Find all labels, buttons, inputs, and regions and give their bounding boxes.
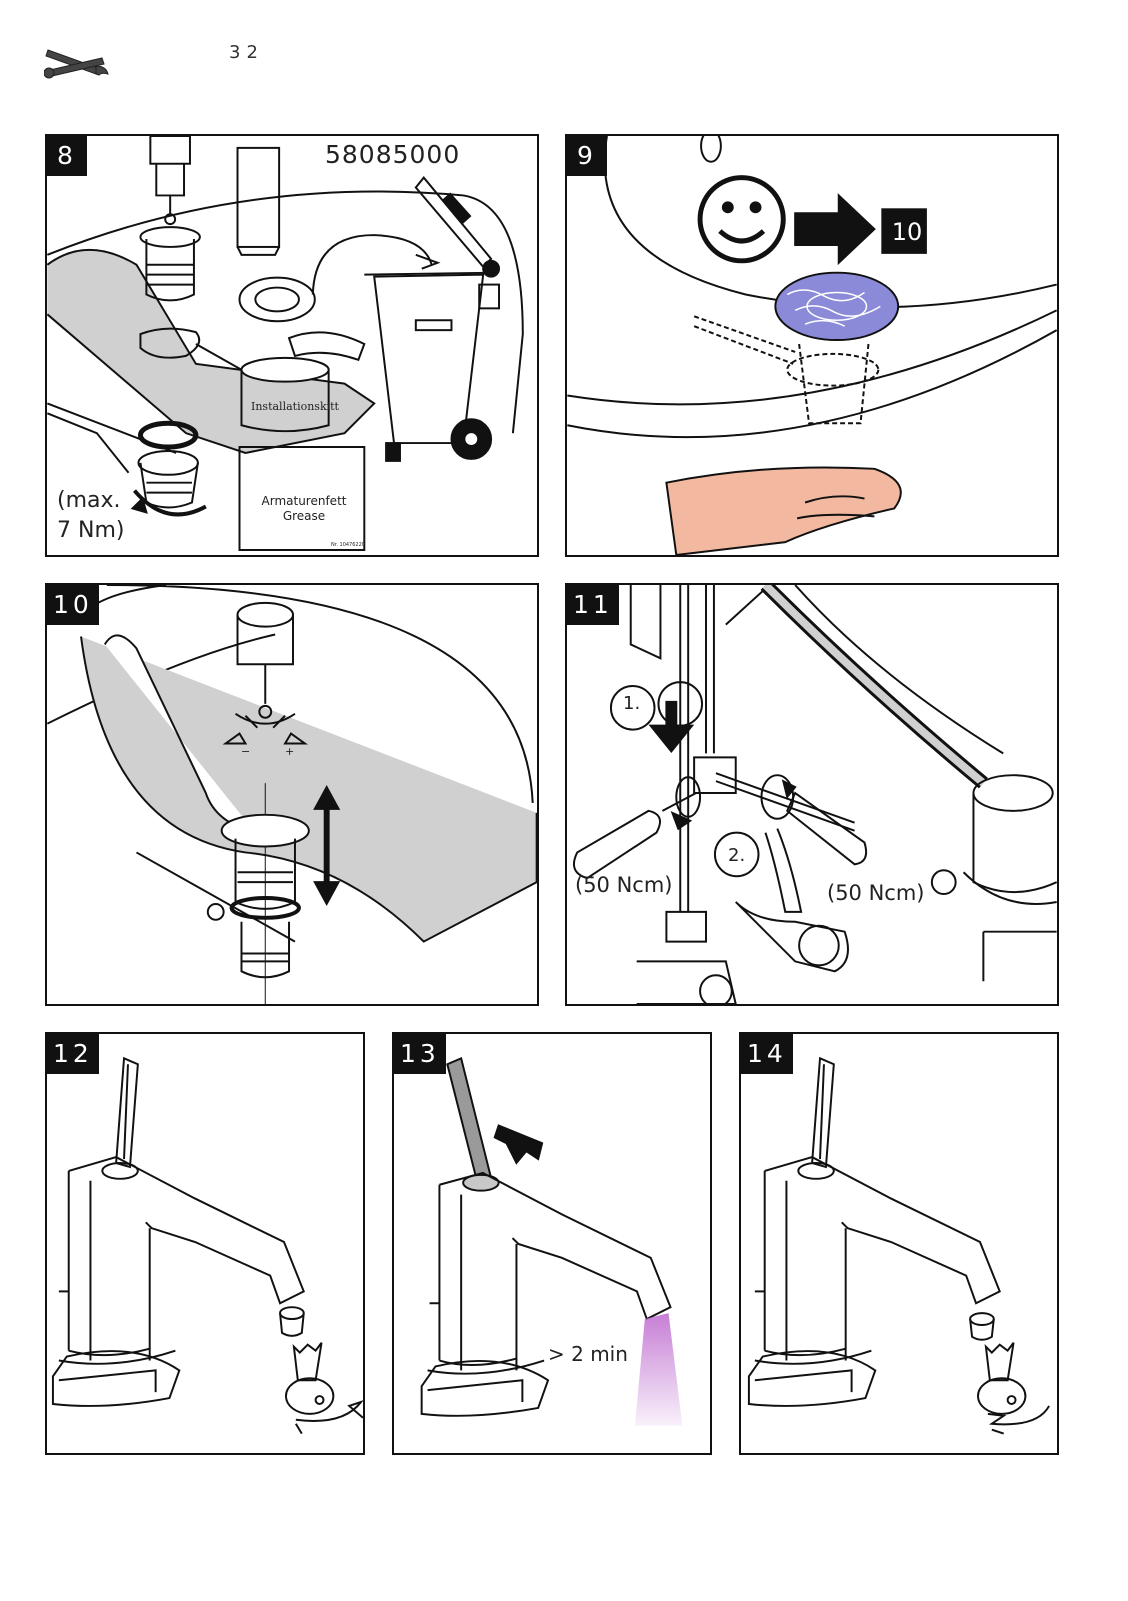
duration-label: > 2 min xyxy=(548,1342,628,1366)
step-14-panel: 14 xyxy=(739,1032,1059,1455)
plus-sign: + xyxy=(285,745,295,758)
step-marker-1: 1. xyxy=(623,693,641,714)
torque-right-label: (50 Ncm) xyxy=(827,881,925,905)
grease-label: Armaturenfett Grease xyxy=(261,494,347,523)
step-9-panel: 9 xyxy=(565,134,1059,557)
torque-left-label: (50 Ncm) xyxy=(575,873,673,897)
grease-code: Nr. 10476220 xyxy=(331,542,365,548)
step-number: 12 xyxy=(47,1034,99,1074)
next-step-number: 10 xyxy=(891,218,923,246)
aerator-refit-illustration xyxy=(747,1056,1050,1435)
step-number: 13 xyxy=(394,1034,446,1074)
rod-tighten-illustration xyxy=(573,585,1057,1004)
minus-sign: − xyxy=(241,745,251,758)
part-number-label: 58085000 xyxy=(325,140,461,169)
step-8-panel: 8 xyxy=(45,134,539,557)
torque-label: (max. 7 Nm) xyxy=(57,488,125,543)
flush-illustration xyxy=(420,1056,683,1426)
step-10-panel: 10 − + xyxy=(45,583,539,1006)
tools-icon xyxy=(44,49,109,79)
step-number: 11 xyxy=(567,585,619,625)
step-number: 14 xyxy=(741,1034,793,1074)
stopper-adjust-illustration xyxy=(47,585,537,1004)
putty-can-label: Installationskitt xyxy=(251,400,339,413)
step-13-panel: 13 > 2 min xyxy=(392,1032,712,1455)
step-number: 8 xyxy=(47,136,87,176)
overflow-check-illustration xyxy=(567,136,1057,555)
step-marker-2: 2. xyxy=(728,845,746,866)
step-number: 9 xyxy=(567,136,607,176)
drain-install-illustration xyxy=(47,136,524,552)
aerator-remove-illustration xyxy=(51,1056,363,1435)
step-number: 10 xyxy=(47,585,99,625)
step-11-panel: 11 xyxy=(565,583,1059,1006)
step-12-panel: 12 xyxy=(45,1032,365,1455)
page-number: 32 xyxy=(229,42,264,63)
